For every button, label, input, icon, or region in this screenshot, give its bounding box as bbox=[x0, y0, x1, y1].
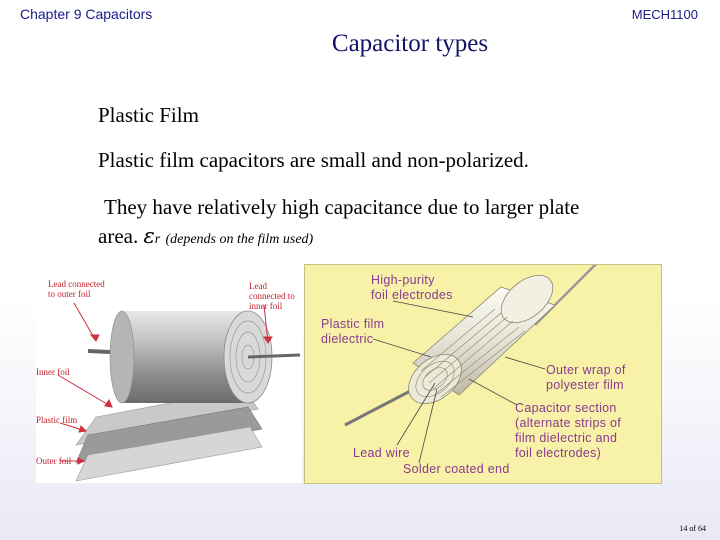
epsilon-symbol: ε bbox=[143, 224, 155, 248]
capacitor-cutaway-illustration: High-purity foil electrodes Plastic film… bbox=[304, 264, 662, 484]
cutaway-drawing bbox=[344, 265, 597, 464]
slide-subtitle: Plastic Film bbox=[98, 103, 199, 127]
film-roll-drawing bbox=[57, 302, 301, 482]
label-high-purity-2: foil electrodes bbox=[371, 288, 453, 302]
label-inner-foil: Inner foil bbox=[36, 367, 70, 377]
dielectric-note: (depends on the film used) bbox=[165, 232, 314, 247]
chapter-title: Chapter 9 Capacitors bbox=[20, 6, 153, 22]
course-code: MECH1100 bbox=[631, 7, 698, 22]
label-plastic-film: Plastic film bbox=[36, 415, 78, 425]
label-lead-wire: Lead wire bbox=[353, 446, 410, 460]
label-plastic-film-1: Plastic film bbox=[321, 317, 385, 331]
slide-title: Capacitor types bbox=[331, 30, 489, 57]
label-cap-section-2: (alternate strips of bbox=[515, 416, 622, 430]
label-lead-outer: Lead connected to outer foil bbox=[48, 279, 105, 299]
label-plastic-film-2: dielectric bbox=[321, 332, 374, 346]
film-roll-illustration: Lead connected to outer foil Lead connec… bbox=[36, 275, 302, 483]
paragraph-capacitance-text: They have relatively high capacitance du… bbox=[98, 195, 580, 248]
label-cap-section-1: Capacitor section bbox=[515, 401, 617, 415]
label-solder-end: Solder coated end bbox=[403, 462, 510, 476]
label-outer-wrap-2: polyester film bbox=[546, 378, 624, 392]
label-cap-section-4: foil electrodes) bbox=[515, 446, 602, 460]
label-high-purity-1: High-purity bbox=[371, 273, 435, 287]
paragraph-capacitance: They have relatively high capacitance du… bbox=[98, 193, 618, 254]
epsilon-subscript: r bbox=[154, 232, 161, 247]
label-outer-foil: Outer foil bbox=[36, 456, 72, 466]
paragraph-polarity: Plastic film capacitors are small and no… bbox=[98, 148, 529, 172]
page-number: 14 of 64 bbox=[679, 524, 706, 533]
label-cap-section-3: film dielectric and bbox=[515, 431, 618, 445]
label-outer-wrap-1: Outer wrap of bbox=[546, 363, 626, 377]
label-lead-inner: Lead connected to inner foil bbox=[249, 281, 295, 311]
